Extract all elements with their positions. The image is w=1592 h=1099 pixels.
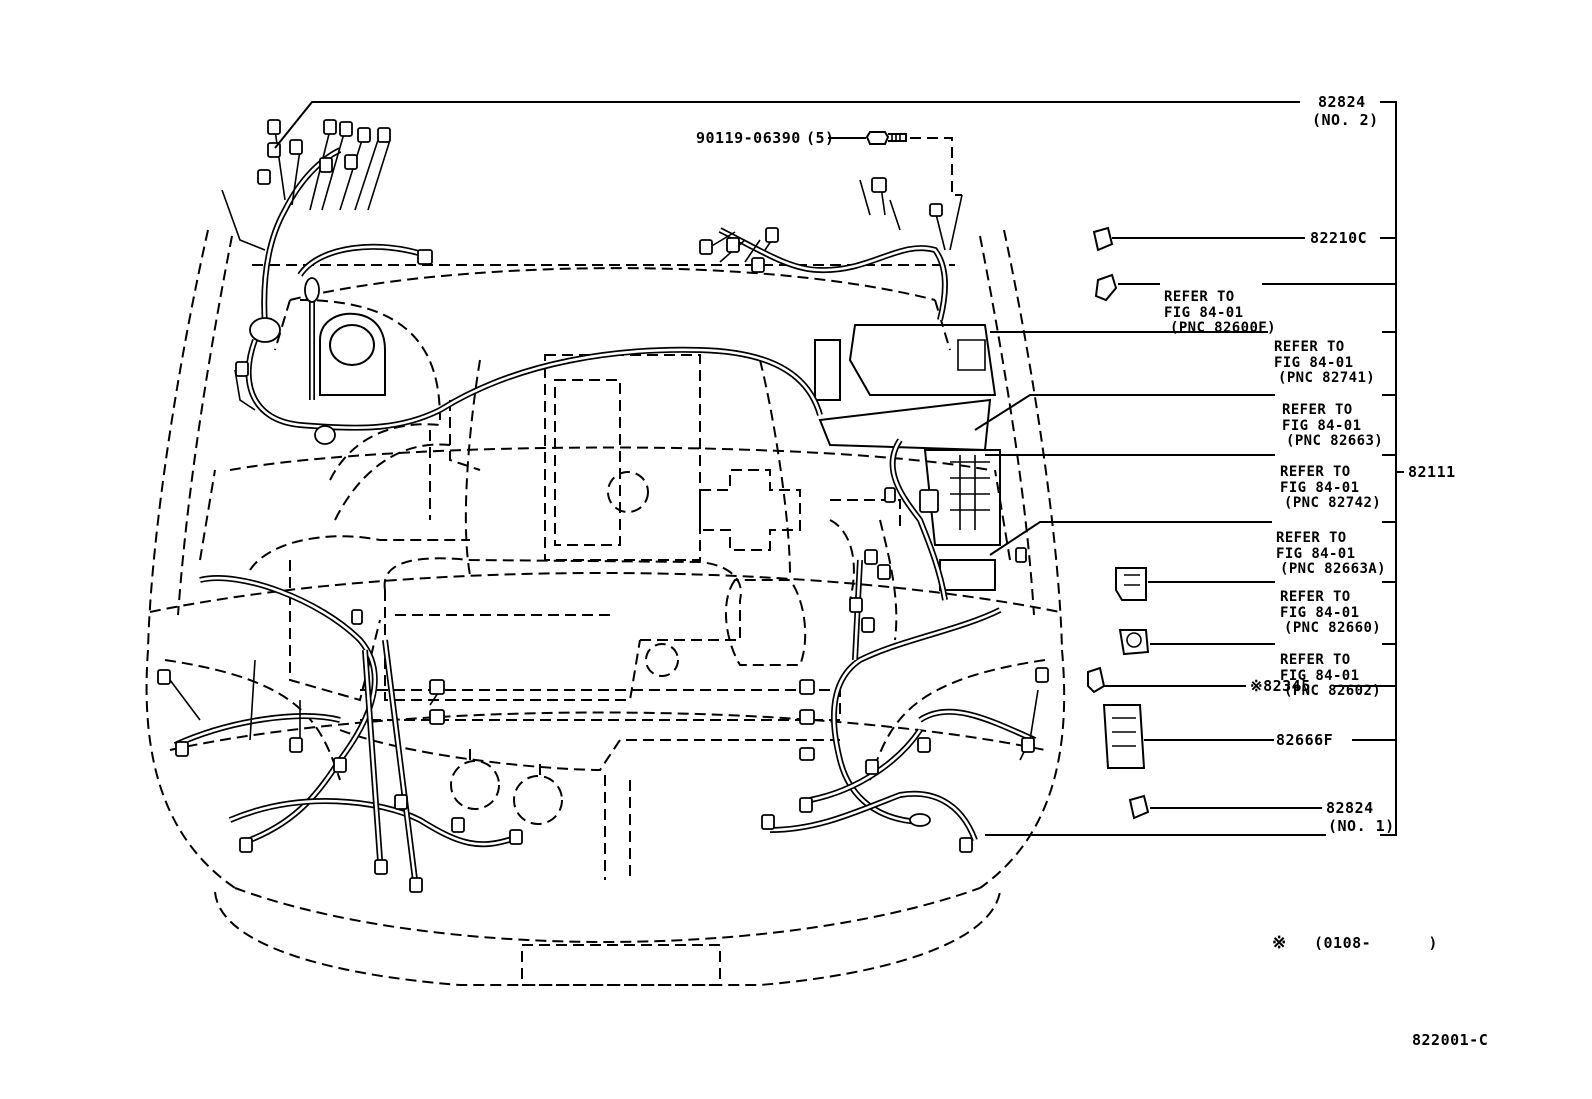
horns [450,745,563,825]
harness-branches [169,129,1039,761]
part-82824-no2-note: (NO. 2) [1312,111,1379,129]
bolt-icon [865,131,907,145]
relay-82660-icon [1115,567,1147,601]
part-82824-no2-number: 82824 [1318,93,1366,111]
grommet-82345-icon [1087,666,1106,694]
figure-code: 822001-C [1412,1031,1489,1049]
footnote-range: (0108- ) [1314,934,1438,952]
part-82111-number: 82111 [1408,463,1456,481]
footnote-symbol: ※ [1272,933,1287,953]
connectors [157,119,1049,893]
bolt-part-number: 90119-06390 [696,129,801,147]
part-82345-number: ※82345 [1250,677,1311,695]
leader-lines [274,101,1404,836]
engine-assembly [249,354,901,880]
clamp-82824-icon [1128,794,1150,820]
part-82210c-number: 82210C [1310,229,1368,247]
clamp-82210c-icon [1092,226,1114,252]
relay-82600f-icon [1094,273,1118,302]
relay-block [814,324,1001,591]
brake-master-cylinder [299,299,441,421]
vehicle-outline [145,229,1066,986]
engine-wire-harness [173,147,1037,881]
block-82666f-icon [1102,704,1146,769]
part-82666f-number: 82666F [1276,731,1334,749]
part-pictograms [1087,226,1150,820]
part-82824-no1-note: (NO. 1) [1328,817,1395,835]
bolt-quantity: (5) [806,129,835,147]
relay-82602-icon [1118,629,1150,656]
part-82824-no1-number: 82824 [1326,799,1374,817]
